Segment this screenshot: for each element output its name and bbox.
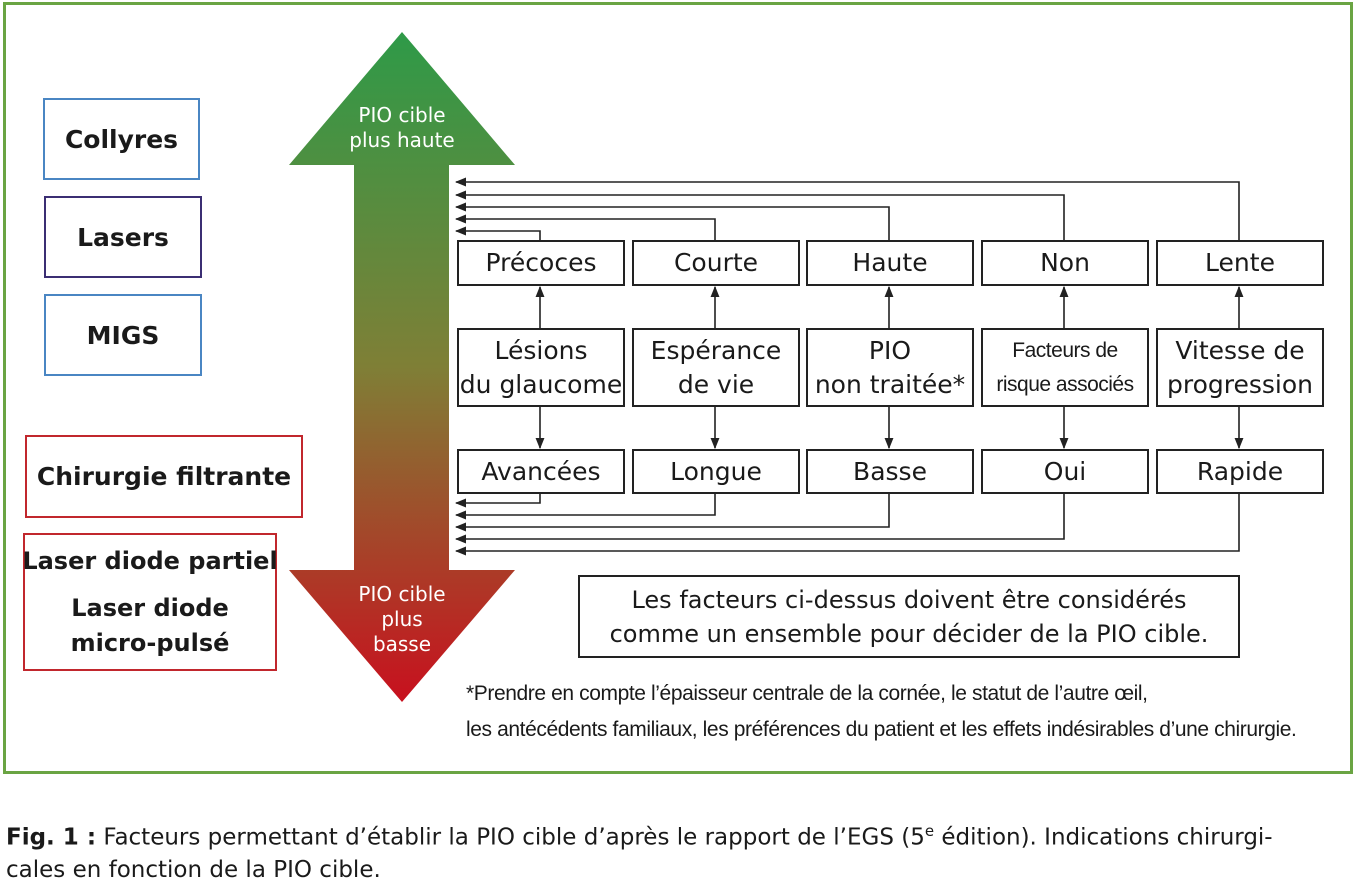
lasers-label: Lasers xyxy=(77,222,169,252)
migs-box: MIGS xyxy=(44,294,202,376)
collyres-box: Collyres xyxy=(43,98,200,180)
laser-diode-partiel-label: Laser diode partiel xyxy=(22,546,278,575)
footnote-line1: *Prendre en compte l’épaisseur centrale … xyxy=(466,682,1148,705)
arrow-top-label: PIO cible plus haute xyxy=(322,103,482,153)
lower-longue: Longue xyxy=(632,449,800,494)
summary-note-line1: Les facteurs ci-dessus doivent être cons… xyxy=(631,585,1187,614)
footnote: *Prendre en compte l’épaisseur centrale … xyxy=(466,676,1297,748)
lasers-box: Lasers xyxy=(44,196,202,278)
caption-text-after-sup: édition). Indications chirurgi- xyxy=(934,824,1273,851)
collyres-label: Collyres xyxy=(64,124,179,154)
lower-avancees: Avancées xyxy=(457,449,625,494)
figure-frame xyxy=(3,2,1353,774)
chirurgie-filtrante-label: Chirurgie filtrante xyxy=(36,462,292,491)
higher-lente: Lente xyxy=(1156,240,1324,286)
summary-note-line2: comme un ensemble pour décider de la PIO… xyxy=(609,619,1209,648)
lower-rapide: Rapide xyxy=(1156,449,1324,494)
migs-label: MIGS xyxy=(86,320,160,350)
arrow-bottom-line2: plus xyxy=(381,607,423,631)
arrow-bottom-line1: PIO cible xyxy=(358,582,446,606)
arrow-top-line2: plus haute xyxy=(349,128,455,152)
higher-courte: Courte xyxy=(632,240,800,286)
lower-oui: Oui xyxy=(981,449,1149,494)
summary-note: Les facteurs ci-dessus doivent être cons… xyxy=(578,575,1240,658)
caption-line2: cales en fonction de la PIO cible. xyxy=(6,856,381,883)
caption-line1: Fig. 1 : Facteurs permettant d’établir l… xyxy=(6,815,1356,854)
caption-sup: e xyxy=(924,822,935,840)
higher-haute: Haute xyxy=(806,240,974,286)
footnote-line2: les antécédents familiaux, les préférenc… xyxy=(466,718,1297,741)
higher-non: Non xyxy=(981,240,1149,286)
figure-caption: Fig. 1 : Facteurs permettant d’établir l… xyxy=(6,815,1356,886)
caption-text-before-sup: Facteurs permettant d’établir la PIO cib… xyxy=(96,824,925,851)
laser-diode-box: Laser diode partiel Laser diode micro-pu… xyxy=(22,533,278,671)
chirurgie-filtrante-box: Chirurgie filtrante xyxy=(25,435,303,518)
laser-diode-micropulse-line2: micro-pulsé xyxy=(70,628,230,657)
arrow-top-line1: PIO cible xyxy=(358,103,446,127)
higher-precoces: Précoces xyxy=(457,240,625,286)
lower-basse: Basse xyxy=(806,449,974,494)
laser-diode-micropulse-line1: Laser diode xyxy=(71,593,229,622)
caption-label: Fig. 1 : xyxy=(6,824,97,851)
arrow-bottom-label: PIO cible plus basse xyxy=(322,582,482,657)
arrow-bottom-line3: basse xyxy=(372,632,432,656)
